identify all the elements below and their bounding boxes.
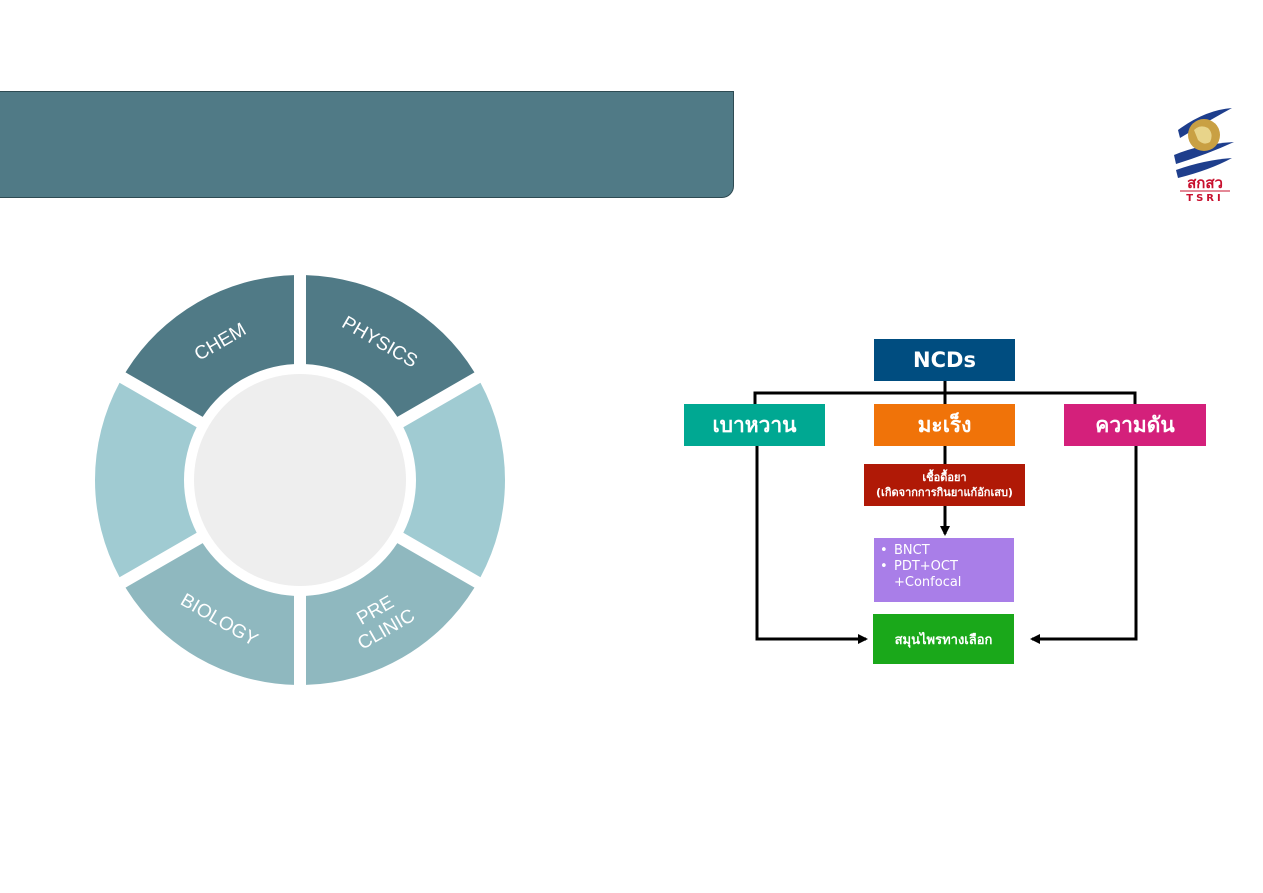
herbal-label: สมุนไพรทางเลือก [894,632,993,648]
tsri-logo: สกสว TSRI [1174,108,1234,204]
technology-list: •BNCT •PDT+OCT +Confocal [880,543,961,591]
diabetes-box: เบาหวาน [684,404,825,446]
diabetes-label: เบาหวาน [712,412,797,437]
tech-item: •PDT+OCT [880,559,958,574]
logo-wave-low [1176,158,1232,178]
title-banner [0,91,734,198]
connector-horizontal [753,391,1137,404]
logo-wave-mid [1174,142,1234,164]
tech-item-label: BNCT [894,543,930,558]
cancer-label: มะเร็ง [917,412,972,437]
ncds-label: NCDs [913,348,976,372]
drug-line-1: เชื้อดื้อยา [922,471,967,484]
connector-diabetes-herbal [755,446,868,644]
tech-cont-label: +Confocal [894,575,962,590]
cancer-box: มะเร็ง [874,404,1015,446]
technology-box: •BNCT •PDT+OCT +Confocal [874,538,1014,602]
herbal-box: สมุนไพรทางเลือก [873,614,1014,664]
logo-en-text: TSRI [1186,193,1223,204]
ring-segment-preclinic [305,543,475,685]
drug-line-2: (เกิดจากการกินยาแก้อักเสบ) [876,486,1013,499]
ring-segment-right [403,382,505,578]
pressure-label: ความดัน [1095,412,1175,437]
connector-pressure-herbal [1030,446,1138,644]
pressure-box: ความดัน [1064,404,1206,446]
tech-item-continuation: +Confocal [880,575,961,591]
tech-item-label: PDT+OCT [894,559,958,574]
ring-segment-chem [125,275,295,417]
ring-center [194,374,406,586]
logo-thai-text: สกสว [1187,174,1223,192]
ring-segment-physics [305,275,475,417]
ncds-box: NCDs [874,339,1015,381]
ring-segment-biology [125,543,295,685]
tech-item: •BNCT [880,543,930,558]
ring-segment-left [94,382,197,578]
drug-resistance-box: เชื้อดื้อยา (เกิดจากการกินยาแก้อักเสบ) [864,464,1025,506]
